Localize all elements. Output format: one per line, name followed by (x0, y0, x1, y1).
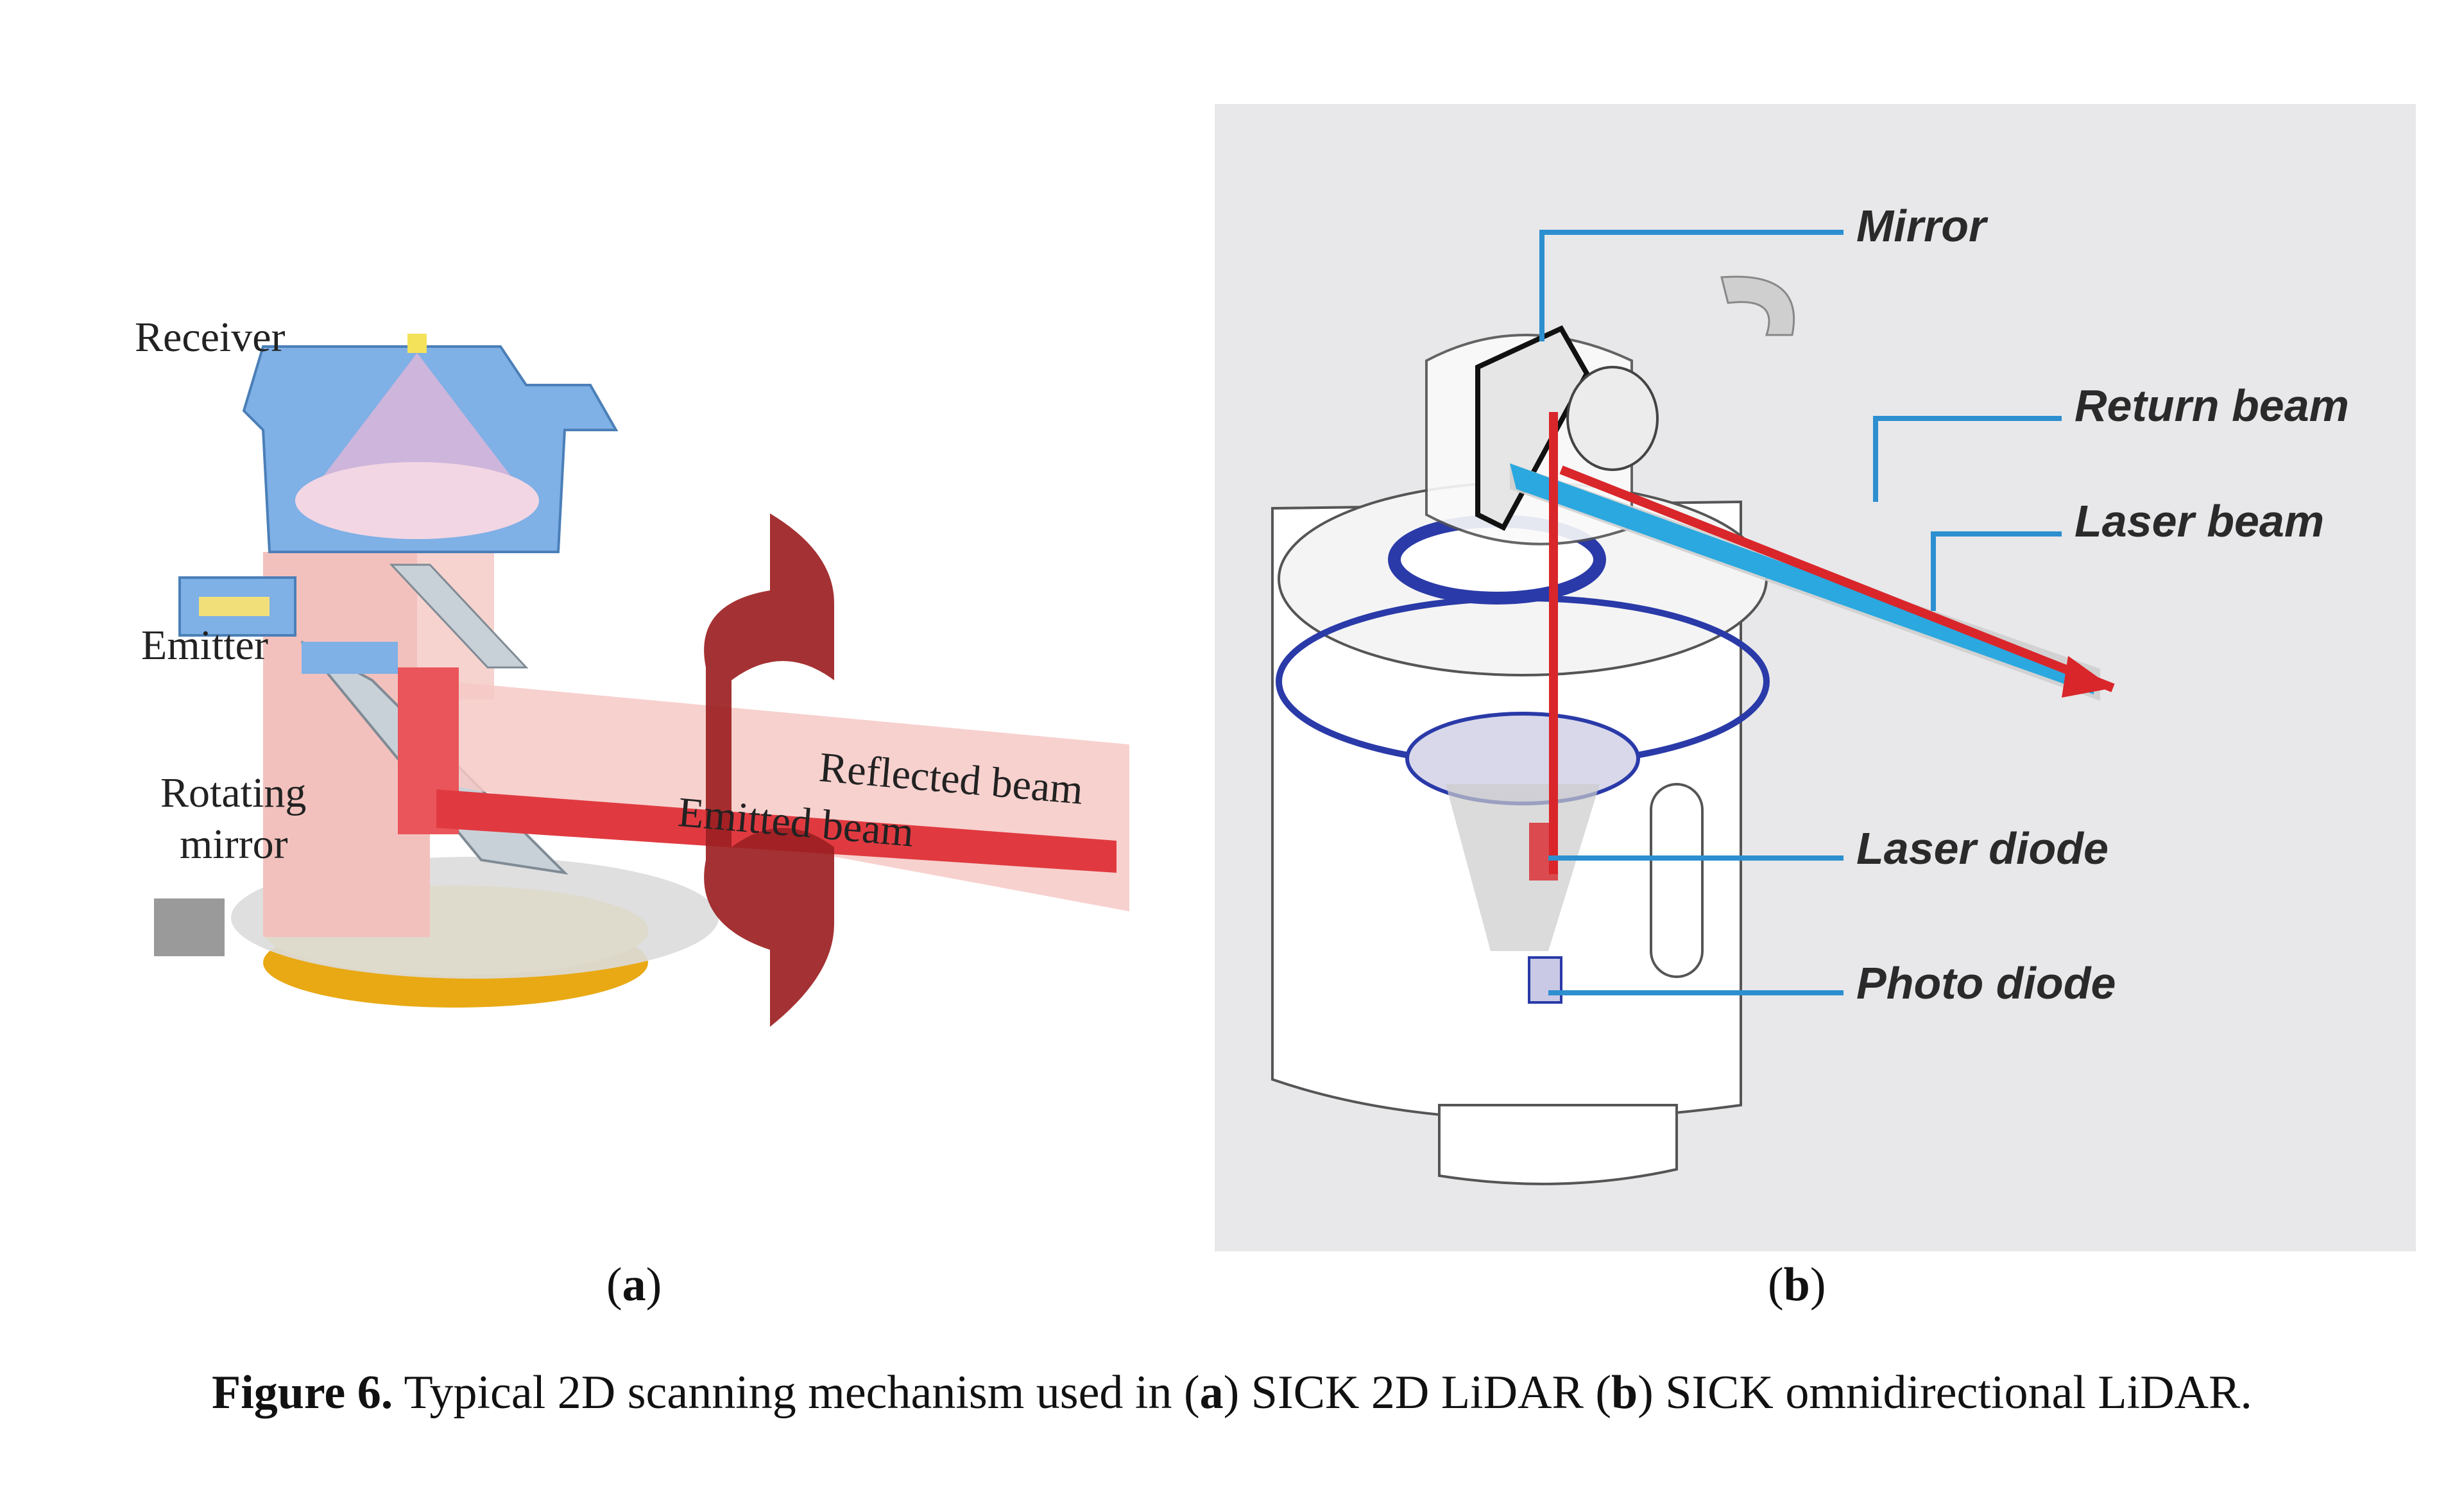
device-foot (1438, 1104, 1678, 1185)
label-mirror: mirror (180, 821, 288, 868)
caption-text-3: ) SICK omnidirectional LiDAR. (1638, 1366, 2252, 1419)
label-laser-diode: Laser diode (1856, 823, 2109, 873)
photo-diode (1528, 956, 1562, 1004)
laser-diode (1529, 823, 1558, 881)
emitter-mount (302, 642, 398, 674)
receiver-lens (295, 462, 539, 539)
scan-mirror (1475, 325, 1590, 531)
base-connector (154, 898, 225, 956)
red-return-beam (1559, 465, 2115, 692)
lens-cone (1446, 784, 1600, 951)
label-emitter: Emitter (141, 622, 268, 669)
subfigure-label-a: (a) (606, 1259, 662, 1311)
front-window-shield (704, 513, 834, 1027)
rotation-arrow (1720, 275, 1795, 336)
caption-b: b (1611, 1366, 1638, 1419)
caption-a: a (1199, 1366, 1224, 1419)
subfigure-letter-b: b (1783, 1259, 1810, 1311)
label-receiver: Receiver (135, 314, 286, 361)
callout-return-beam (1873, 416, 2062, 502)
receiver-sensor (407, 334, 427, 353)
callout-laser-beam (1931, 531, 2062, 611)
label-rotating: Rotating (160, 769, 307, 816)
label-laser-beam: Laser beam (2075, 496, 2325, 546)
panel-a-illustration: Receiver Emitter Rotating mirror Reflect… (116, 282, 1181, 1078)
caption-text-2: ) SICK 2D LiDAR ( (1223, 1366, 1611, 1419)
panel-b-drawing (1271, 230, 2115, 1185)
subfigure-letter-a: a (622, 1259, 646, 1311)
label-return-beam: Return beam (2075, 381, 2349, 431)
receiver-lens-cone (314, 353, 520, 488)
emitter-chip (199, 597, 270, 616)
subfigure-label-b: (b) (1768, 1259, 1826, 1311)
beam-arrowhead (2062, 656, 2113, 698)
side-rollers (1650, 783, 1704, 978)
caption-text-1: Typical 2D scanning mechanism used in ( (393, 1366, 1200, 1419)
caption-prefix: Figure 6. (212, 1366, 393, 1419)
panel-a-drawing (154, 334, 1129, 1027)
label-mirror: Mirror (1856, 201, 1987, 251)
callout-mirror (1539, 230, 1844, 341)
mirror-cup (1566, 366, 1659, 471)
emitter-mirror (389, 563, 529, 669)
label-photo-diode: Photo diode (1856, 958, 2116, 1008)
panel-b-illustration: Mirror Return beam Laser beam Laser diod… (1215, 104, 2416, 1251)
figure-caption: Figure 6. Typical 2D scanning mechanism … (212, 1366, 2329, 1420)
laser-beam (1510, 463, 2094, 694)
